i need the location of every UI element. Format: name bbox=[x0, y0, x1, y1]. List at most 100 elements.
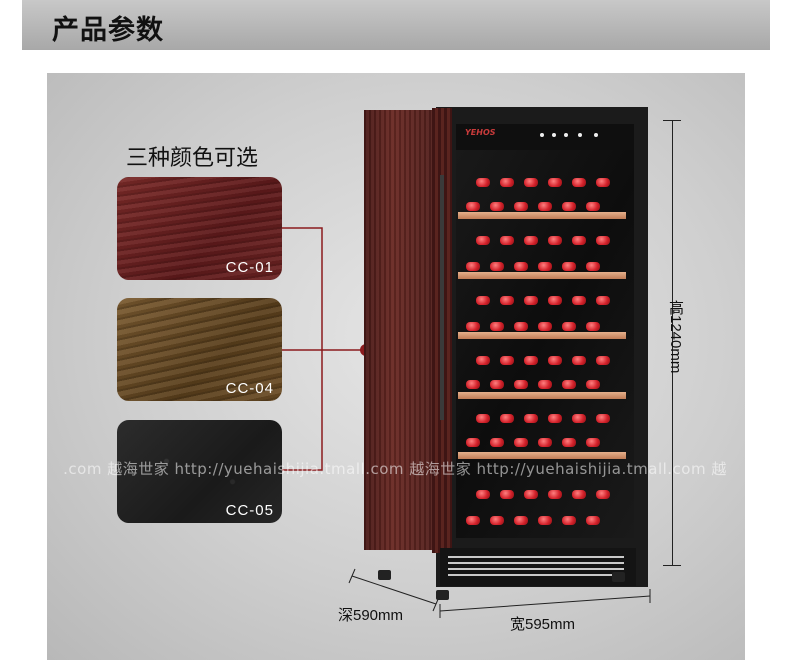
cabinet-foot bbox=[378, 570, 391, 580]
wine-bottle bbox=[572, 414, 586, 423]
wine-shelf bbox=[458, 272, 626, 279]
wine-bottle bbox=[476, 178, 490, 187]
wine-bottle bbox=[562, 380, 576, 389]
wine-bottle bbox=[596, 178, 610, 187]
height-label: 高1240mm bbox=[667, 300, 684, 374]
wine-bottle bbox=[548, 178, 562, 187]
wine-bottle bbox=[500, 356, 514, 365]
wine-bottle bbox=[466, 262, 480, 271]
control-button bbox=[594, 133, 598, 137]
swatch-code: CC-05 bbox=[225, 502, 274, 519]
wine-bottle bbox=[514, 516, 528, 525]
wine-bottle bbox=[562, 202, 576, 211]
wine-bottle bbox=[586, 202, 600, 211]
cabinet-foot bbox=[612, 572, 625, 582]
wine-bottle bbox=[572, 296, 586, 305]
wine-bottle bbox=[548, 356, 562, 365]
wine-bottle bbox=[548, 490, 562, 499]
control-button bbox=[578, 133, 582, 137]
wine-bottle bbox=[548, 296, 562, 305]
cabinet-side-panel bbox=[364, 110, 436, 550]
wine-bottle bbox=[596, 296, 610, 305]
wine-bottle bbox=[538, 438, 552, 447]
wine-bottle bbox=[586, 438, 600, 447]
wine-bottle bbox=[476, 296, 490, 305]
wine-bottle bbox=[596, 356, 610, 365]
wine-bottle bbox=[466, 322, 480, 331]
watermark: .com 越海世家 http://yuehaishijia.tmall.com … bbox=[63, 460, 727, 478]
wine-bottle bbox=[466, 380, 480, 389]
wine-bottle bbox=[586, 516, 600, 525]
wine-bottle bbox=[524, 414, 538, 423]
control-panel bbox=[456, 124, 634, 150]
color-swatch-cc-05: CC-05 bbox=[117, 420, 282, 523]
wine-shelf bbox=[458, 212, 626, 219]
brand-logo: YEHOS bbox=[465, 128, 496, 137]
wine-bottle bbox=[466, 438, 480, 447]
wine-bottle bbox=[562, 322, 576, 331]
wine-bottle bbox=[562, 438, 576, 447]
wine-bottle bbox=[586, 322, 600, 331]
wine-bottle bbox=[490, 380, 504, 389]
wine-bottle bbox=[514, 438, 528, 447]
swatch-code: CC-04 bbox=[225, 380, 274, 397]
wine-bottle bbox=[596, 490, 610, 499]
wine-bottle bbox=[514, 380, 528, 389]
wine-bottle bbox=[548, 236, 562, 245]
wine-bottle bbox=[466, 516, 480, 525]
color-swatch-cc-04: CC-04 bbox=[117, 298, 282, 401]
control-button bbox=[564, 133, 568, 137]
wine-bottle bbox=[538, 322, 552, 331]
wine-shelf bbox=[458, 332, 626, 339]
wine-shelf bbox=[458, 392, 626, 399]
depth-label: 深590mm bbox=[338, 607, 404, 624]
page-title: 产品参数 bbox=[52, 15, 164, 46]
control-button bbox=[540, 133, 544, 137]
color-options-title: 三种颜色可选 bbox=[126, 146, 259, 171]
wine-bottle bbox=[572, 178, 586, 187]
height-dimension-line bbox=[672, 120, 673, 565]
wine-bottle bbox=[524, 356, 538, 365]
wine-bottle bbox=[538, 202, 552, 211]
wine-bottle bbox=[572, 356, 586, 365]
color-swatch-cc-01: CC-01 bbox=[117, 177, 282, 280]
wine-bottle bbox=[514, 202, 528, 211]
wine-bottle bbox=[500, 414, 514, 423]
wine-bottle bbox=[490, 262, 504, 271]
height-dimension-cap bbox=[663, 120, 681, 121]
wine-bottle bbox=[476, 236, 490, 245]
wine-bottle bbox=[490, 438, 504, 447]
wine-bottle bbox=[476, 356, 490, 365]
wine-bottle bbox=[562, 262, 576, 271]
wine-bottle bbox=[490, 322, 504, 331]
wine-bottle bbox=[500, 490, 514, 499]
wine-bottle bbox=[548, 414, 562, 423]
wine-bottle bbox=[586, 380, 600, 389]
header-bar: 产品参数 bbox=[22, 0, 770, 50]
wine-bottle bbox=[514, 322, 528, 331]
wine-bottle bbox=[538, 516, 552, 525]
vent-grille bbox=[440, 548, 636, 586]
wine-bottle bbox=[562, 516, 576, 525]
wine-bottle bbox=[596, 414, 610, 423]
wine-bottle bbox=[524, 236, 538, 245]
wine-bottle bbox=[538, 380, 552, 389]
control-button bbox=[552, 133, 556, 137]
wine-bottle bbox=[476, 490, 490, 499]
height-dimension-cap bbox=[663, 565, 681, 566]
wine-bottle bbox=[476, 414, 490, 423]
wine-bottle bbox=[490, 516, 504, 525]
wine-bottle bbox=[514, 262, 528, 271]
wine-bottle bbox=[572, 236, 586, 245]
wine-bottle bbox=[490, 202, 504, 211]
wine-bottle bbox=[466, 202, 480, 211]
wine-bottle bbox=[524, 296, 538, 305]
wine-bottle bbox=[538, 262, 552, 271]
wine-bottle bbox=[500, 178, 514, 187]
width-label: 宽595mm bbox=[510, 616, 576, 633]
wine-bottle bbox=[572, 490, 586, 499]
wine-bottle bbox=[500, 296, 514, 305]
wine-shelf bbox=[458, 452, 626, 459]
wine-bottle bbox=[500, 236, 514, 245]
